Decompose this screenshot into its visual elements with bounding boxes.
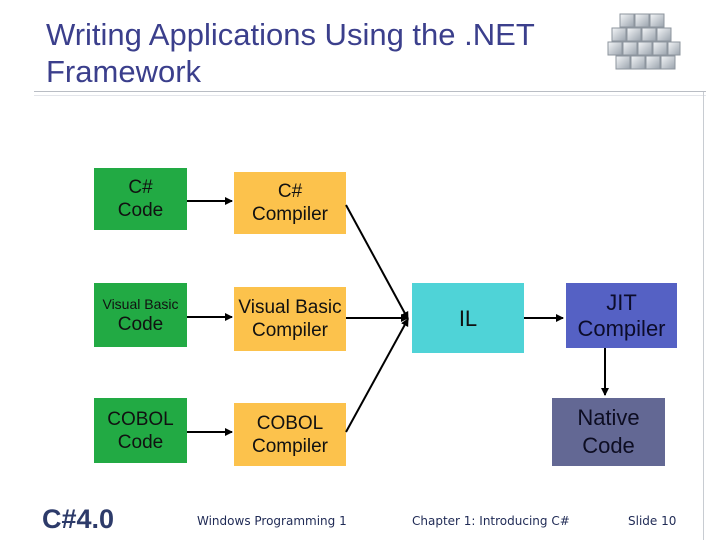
title-divider: [34, 91, 706, 92]
csharp-code-box: C# Code: [94, 168, 187, 230]
title-divider-shadow: [34, 95, 706, 96]
vb-compiler-box: Visual Basic Compiler: [234, 287, 346, 351]
footer-course: Windows Programming 1: [197, 514, 347, 528]
csharp-compiler-box: C# Compiler: [234, 172, 346, 234]
cobol-code-line1: COBOL: [107, 408, 174, 430]
csharp-code-line1: C#: [128, 177, 153, 198]
slide-title: Writing Applications Using the .NET Fram…: [46, 17, 535, 89]
cobol-compiler-line2: Compiler: [251, 435, 329, 457]
course-brand: C#4.0: [42, 504, 115, 534]
jit-compiler-line1: JIT: [606, 289, 637, 315]
cobol-compiler-box: COBOL Compiler: [234, 403, 346, 466]
vb-code-line2: Code: [117, 313, 164, 335]
stacked-cubes-icon: [607, 13, 681, 70]
il-label: IL: [458, 305, 478, 331]
cobol-compiler-line1: COBOL: [256, 412, 324, 434]
native-code-line1: Native: [577, 405, 640, 430]
footer-slide-number: Slide 10: [628, 514, 677, 528]
jit-compiler-line2: Compiler: [577, 315, 666, 341]
il-box: IL: [412, 283, 524, 353]
cobol-code-box: COBOL Code: [94, 398, 187, 463]
jit-compiler-box: JIT Compiler: [566, 283, 677, 348]
vb-compiler-line1: Visual Basic: [238, 297, 342, 318]
arrow-cobol-compiler-to-il: [345, 318, 409, 433]
right-margin-line: [703, 92, 704, 540]
arrow-csharp-compiler-to-il: [345, 204, 409, 320]
cobol-code-line2: Code: [117, 431, 164, 453]
vb-code-box: Visual Basic Code: [94, 283, 187, 347]
vb-code-line1: Visual Basic: [102, 295, 179, 312]
footer-chapter: Chapter 1: Introducing C#: [412, 514, 570, 528]
csharp-code-line2: Code: [117, 200, 164, 221]
csharp-compiler-line1: C#: [277, 181, 303, 202]
vb-compiler-line2: Compiler: [251, 320, 329, 341]
native-code-box: Native Code: [552, 398, 665, 466]
native-code-line2: Code: [582, 433, 635, 458]
csharp-compiler-line2: Compiler: [251, 204, 329, 225]
